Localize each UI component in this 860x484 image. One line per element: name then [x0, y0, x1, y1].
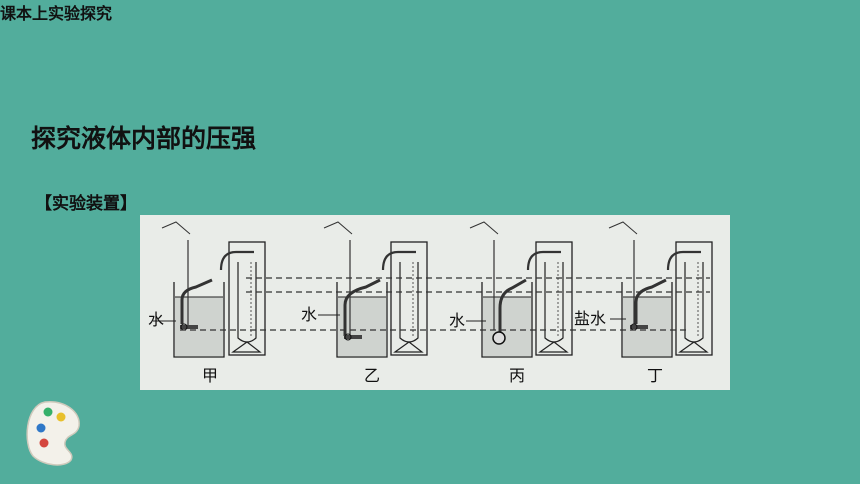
slide-subtitle: 课本上实验探究: [0, 4, 113, 23]
setup-caption: 丙: [509, 366, 525, 385]
setup-ding: 盐水 丁: [574, 221, 713, 385]
setup-jia: 水 甲: [148, 221, 266, 385]
liquid-label: 盐水: [574, 309, 606, 328]
liquid-label: 水: [301, 305, 317, 324]
setup-caption: 乙: [364, 366, 380, 385]
section-heading: 【实验装置】: [35, 194, 137, 214]
palette-icon: [26, 401, 80, 466]
setup-yi: 水 乙: [301, 221, 428, 385]
setup-caption: 甲: [202, 366, 218, 385]
slide-title: 探究液体内部的压强: [31, 124, 257, 153]
liquid-label: 水: [449, 311, 465, 330]
liquid-label: 水: [148, 310, 164, 329]
reference-lines: [180, 277, 710, 331]
setup-bing: 水 丙: [449, 221, 573, 385]
setup-caption: 丁: [647, 366, 663, 385]
